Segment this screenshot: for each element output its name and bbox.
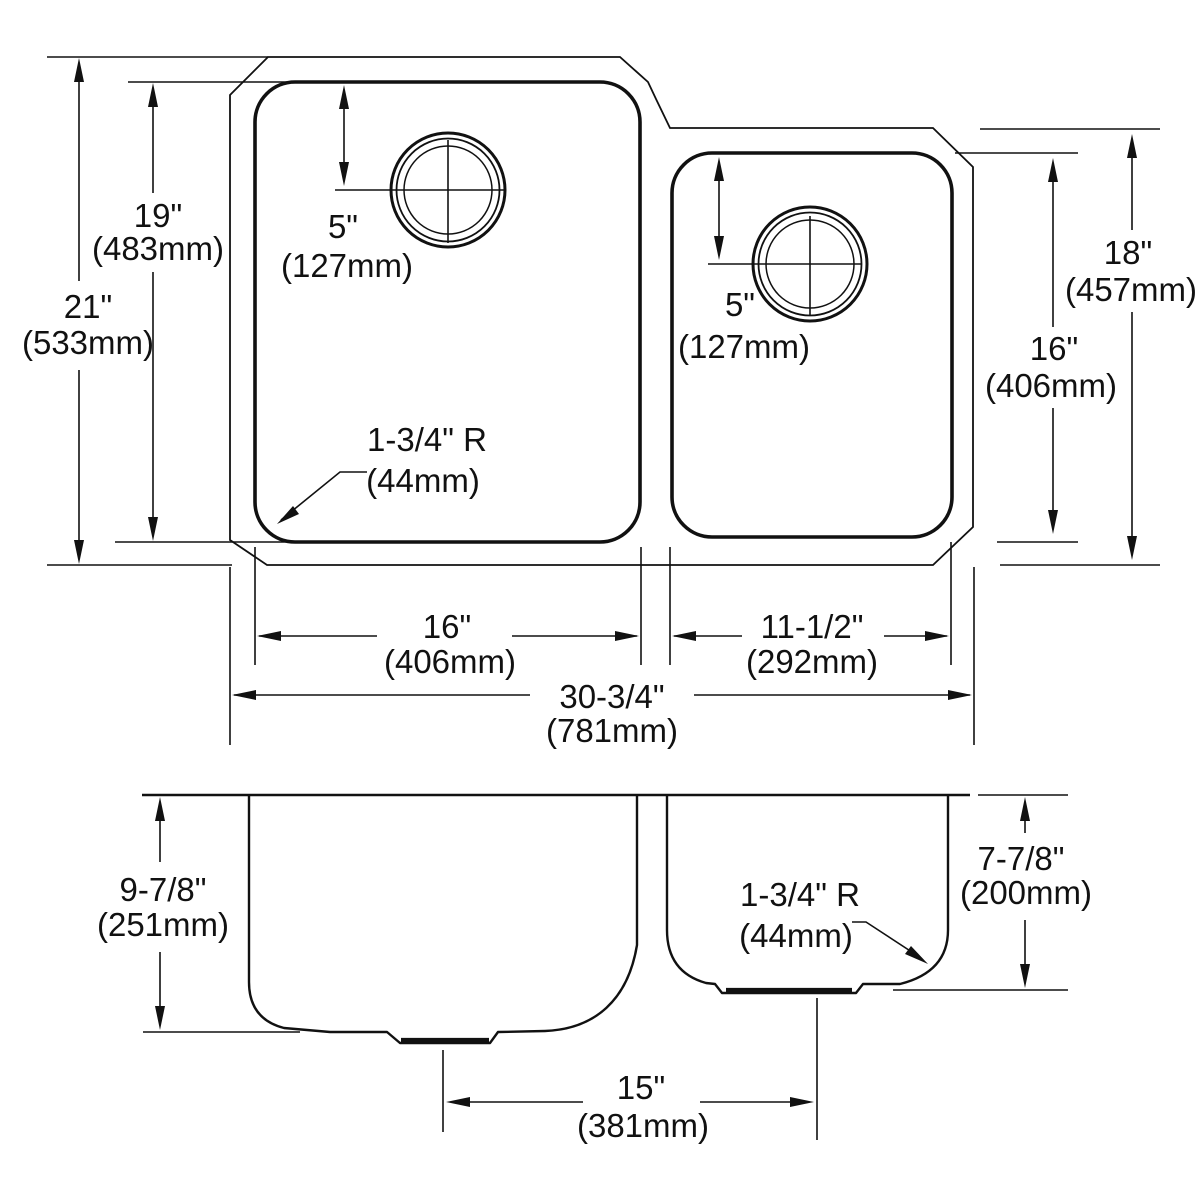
arrowhead-down (1127, 536, 1137, 560)
dim-label-inches: 21" (64, 288, 112, 325)
arrowhead-right (615, 631, 639, 641)
dim-label-inches: 19" (134, 197, 182, 234)
arrowhead-up (339, 85, 349, 109)
dim-label-mm: (533mm) (22, 324, 154, 361)
arrowhead-left (446, 1097, 470, 1107)
dimension-left-bowl-depth: 9-7/8" (251mm) (97, 797, 300, 1033)
arrowhead-up (148, 83, 158, 107)
arrowhead-down (155, 1006, 165, 1030)
right-bowl-profile (665, 795, 950, 995)
arrowhead-down (148, 517, 158, 541)
dim-label-mm: (406mm) (985, 367, 1117, 404)
dim-label-inches: 16" (1030, 330, 1078, 367)
dimension-overall-front-to-back: 21" (533mm) (22, 56, 268, 566)
dim-label-inches: 11-1/2" (761, 608, 864, 645)
leader-line (280, 471, 367, 521)
arrowhead-up (155, 797, 165, 821)
arrowhead-down (714, 236, 724, 260)
dim-label-inches: 30-3/4" (559, 678, 664, 715)
arrowhead-right (948, 690, 972, 700)
left-bowl-outline (253, 80, 642, 544)
dim-label-mm: (457mm) (1065, 271, 1197, 308)
dimension-left-drain-offset: 5" (127mm) (281, 85, 413, 284)
dim-label-inches: 15" (617, 1069, 665, 1106)
dim-label-inches: 5" (328, 208, 358, 245)
dimension-left-bowl-width: 16" (406mm) (254, 547, 642, 680)
arrowhead-right (790, 1097, 814, 1107)
arrowhead-down (74, 540, 84, 564)
radius-label-mm: (44mm) (366, 462, 480, 499)
radius-label-inches: 1-3/4" R (740, 876, 860, 913)
dimension-right-bowl-depth: 7-7/8" (200mm) (893, 797, 1092, 991)
right-drain (708, 205, 869, 323)
leader-line (852, 921, 922, 959)
dimension-right-bowl-front-to-back: 16" (406mm) (955, 152, 1117, 543)
top-view: 21" (533mm) 19" (483mm) 5" (127mm) (22, 56, 1197, 749)
arrowhead-leader (277, 506, 299, 524)
arrowhead-up (1048, 158, 1058, 182)
dim-label-inches: 5" (725, 286, 755, 323)
left-drain (335, 131, 507, 249)
dim-label-inches: 18" (1104, 234, 1152, 271)
arrowhead-up (1127, 134, 1137, 158)
dim-label-inches: 7-7/8" (978, 840, 1065, 877)
dim-label-mm: (200mm) (960, 874, 1092, 911)
right-bowl-outline (670, 151, 954, 539)
dim-label-mm: (292mm) (746, 643, 878, 680)
front-view: 9-7/8" (251mm) 7-7/8" (200mm) 15" (381mm… (97, 793, 1092, 1144)
dim-label-mm: (781mm) (546, 712, 678, 749)
dim-label-mm: (251mm) (97, 906, 229, 943)
callout-corner-radius-top: 1-3/4" R (44mm) (277, 421, 487, 524)
arrowhead-up (74, 58, 84, 82)
arrowhead-left (232, 690, 256, 700)
dim-label-mm: (483mm) (92, 230, 224, 267)
dimension-left-bowl-front-to-back: 19" (483mm) (92, 81, 298, 543)
dim-label-mm: (127mm) (281, 247, 413, 284)
arrowhead-up (1020, 797, 1030, 821)
dim-label-mm: (381mm) (577, 1107, 709, 1144)
left-bowl-profile (247, 795, 639, 1045)
dimension-overall-width: 30-3/4" (781mm) (229, 567, 975, 749)
dimension-right-overall-front-to-back: 18" (457mm) (980, 128, 1197, 566)
dimension-right-drain-offset: 5" (127mm) (678, 157, 810, 365)
arrowhead-left (257, 631, 281, 641)
arrowhead-right (925, 631, 949, 641)
dim-label-inches: 16" (423, 608, 471, 645)
dimension-drain-spacing: 15" (381mm) (446, 1069, 814, 1144)
radius-label-mm: (44mm) (739, 917, 853, 954)
dim-label-mm: (127mm) (678, 328, 810, 365)
dimension-right-bowl-width: 11-1/2" (292mm) (669, 542, 952, 680)
sink-outer-rim (229, 56, 974, 566)
arrowhead-down (339, 162, 349, 186)
callout-corner-radius-front: 1-3/4" R (44mm) (739, 876, 928, 964)
dim-label-inches: 9-7/8" (120, 871, 207, 908)
dim-label-mm: (406mm) (384, 643, 516, 680)
arrowhead-left (672, 631, 696, 641)
radius-label-inches: 1-3/4" R (367, 421, 487, 458)
arrowhead-up (714, 157, 724, 181)
arrowhead-down (1020, 964, 1030, 988)
arrowhead-down (1048, 510, 1058, 534)
arrowhead-leader (905, 946, 928, 964)
